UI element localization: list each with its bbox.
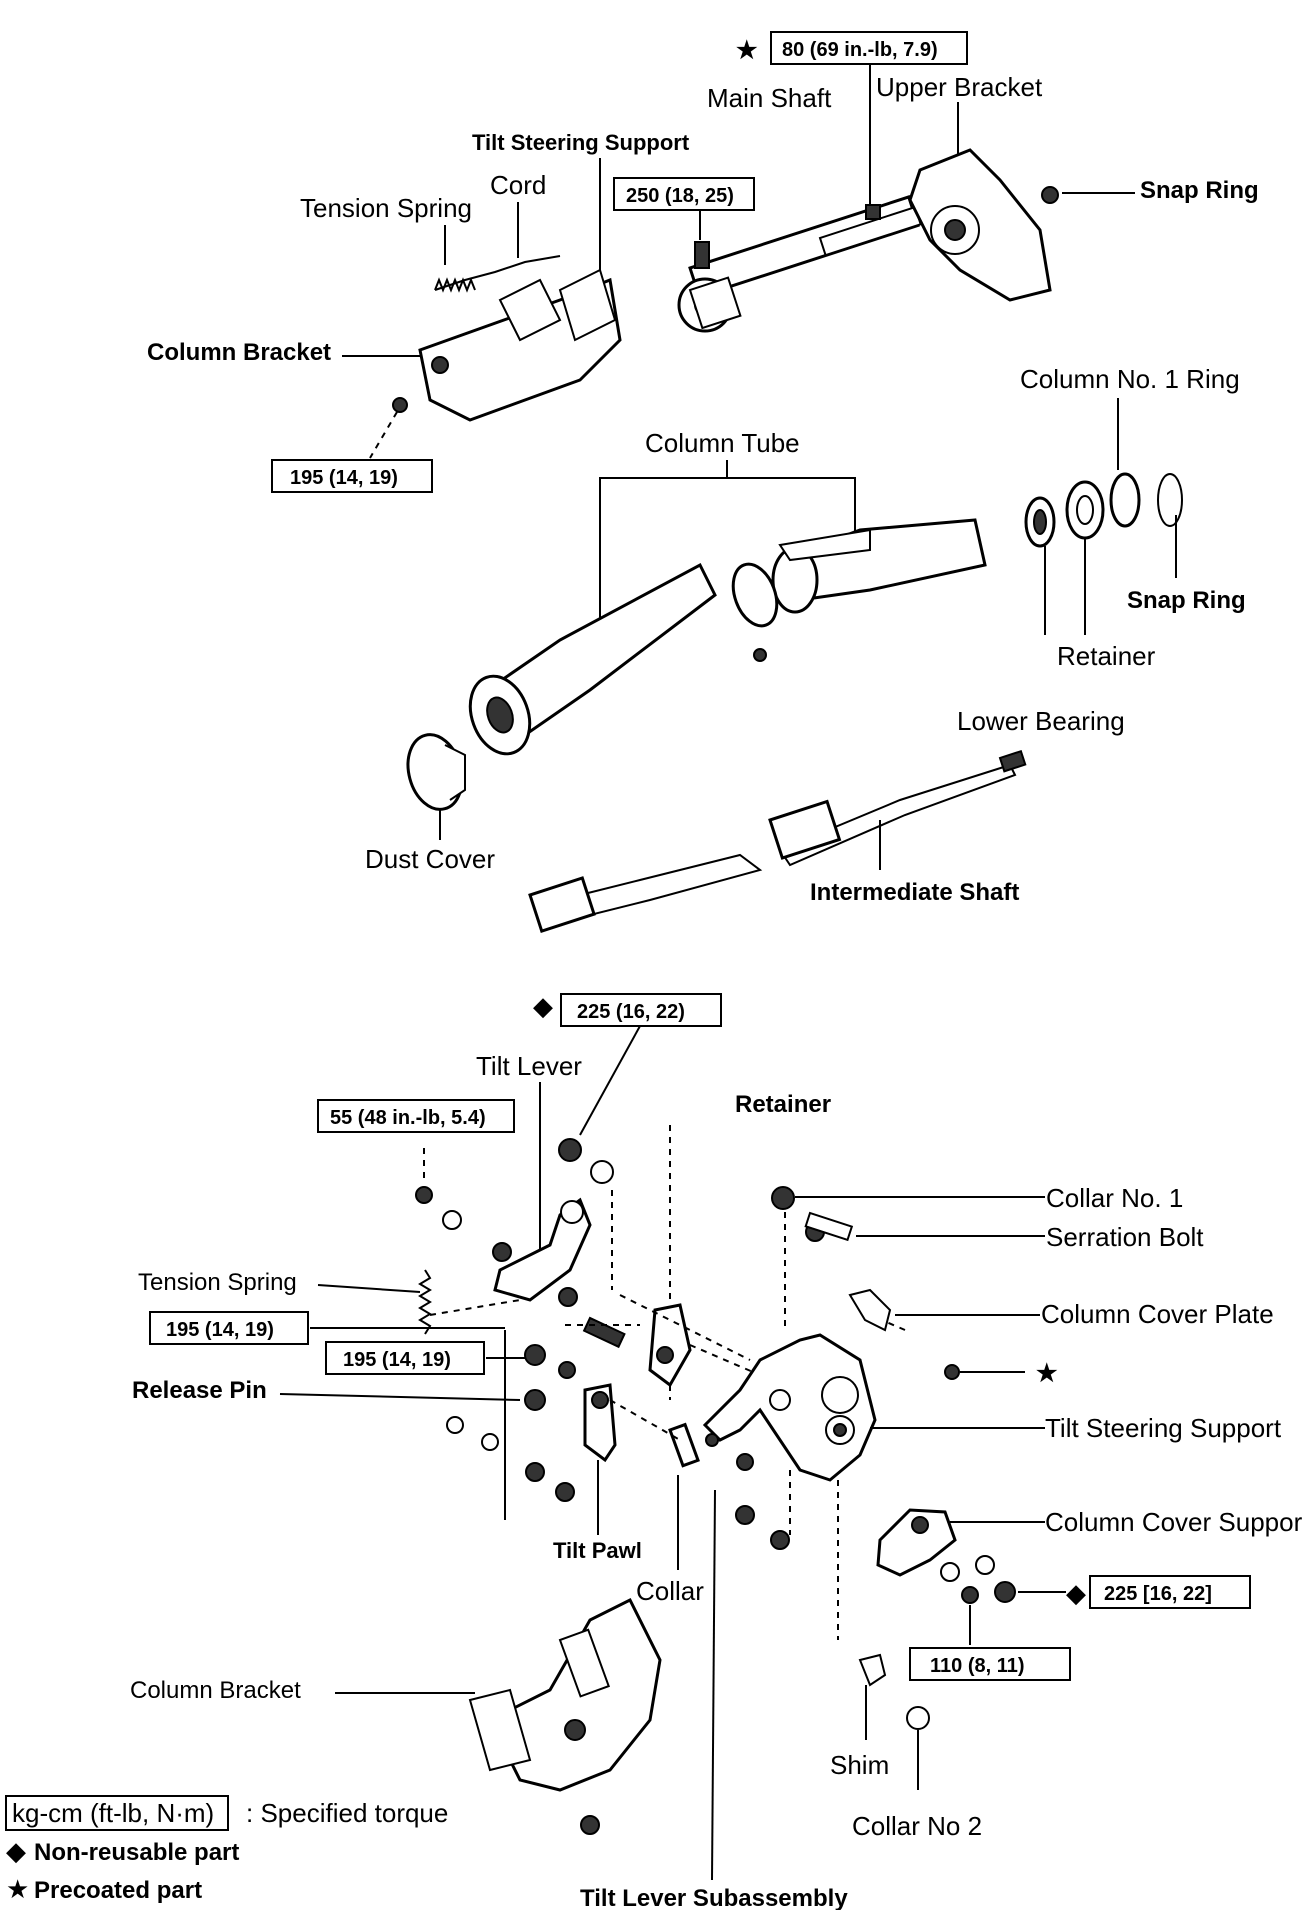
snap-ring-mid-part <box>1157 473 1183 527</box>
label-tilt-steering-support-top: Tilt Steering Support <box>472 130 690 155</box>
non-reusable-diamond-icon-right: ◆ <box>1066 1578 1086 1608</box>
label-retainer-low: Retainer <box>735 1091 831 1118</box>
torque-195-top: 195 (14, 19) <box>290 467 398 489</box>
torque-80: 80 (69 in.-lb, 7.9) <box>782 39 938 61</box>
label-collar: Collar <box>636 1576 704 1606</box>
torque-box-250 <box>613 177 755 211</box>
label-tension-spring-top: Tension Spring <box>300 193 472 223</box>
torque-250: 250 (18, 25) <box>626 185 734 207</box>
collar-no1-part <box>771 1186 795 1210</box>
precoated-star-icon: ★ <box>736 37 758 64</box>
bolt-80 <box>865 204 881 220</box>
label-tilt-lever: Tilt Lever <box>476 1051 582 1081</box>
torque-225-top: 225 (16, 22) <box>577 1001 685 1023</box>
label-release-pin: Release Pin <box>132 1377 267 1404</box>
torque-225-right: 225 [16, 22] <box>1104 1583 1212 1605</box>
collar-part <box>668 1422 700 1468</box>
serration-bolt-part <box>804 1211 854 1242</box>
precoated-star-icon-nut: ★ <box>1036 1360 1058 1387</box>
label-column-no1-ring: Column No. 1 Ring <box>1020 364 1240 394</box>
label-serration-bolt: Serration Bolt <box>1046 1222 1204 1252</box>
label-column-cover-plate: Column Cover Plate <box>1041 1299 1274 1329</box>
hardware-parts <box>415 1138 1016 1835</box>
legend-unit-text: kg-cm (ft-lb, N·m) <box>12 1798 214 1828</box>
label-column-tube: Column Tube <box>645 428 800 458</box>
tilt-pawl-part <box>583 1383 617 1463</box>
clamp-part <box>731 562 779 662</box>
main-shaft-part <box>677 195 922 333</box>
torque-195-b: 195 (14, 19) <box>343 1349 451 1371</box>
legend-star-icon: ★ <box>6 1874 29 1904</box>
legend-unit-desc: : Specified torque <box>246 1798 448 1828</box>
torque-box-110 <box>909 1647 1071 1681</box>
torque-box-195-a <box>149 1311 309 1345</box>
label-lower-bearing: Lower Bearing <box>957 706 1125 736</box>
column-cover-support-part <box>876 1508 957 1577</box>
torque-box-225-top <box>560 993 722 1027</box>
bolt-250 <box>694 241 710 269</box>
torque-box-225-right <box>1089 1575 1251 1609</box>
label-snap-ring-top: Snap Ring <box>1140 177 1259 204</box>
label-tension-spring-low: Tension Spring <box>138 1269 297 1296</box>
label-column-bracket-low: Column Bracket <box>130 1677 301 1704</box>
label-tilt-pawl: Tilt Pawl <box>553 1538 642 1563</box>
tilt-steering-support-low-part <box>702 1333 877 1482</box>
collar-no2-part <box>906 1706 930 1730</box>
torque-195-a: 195 (14, 19) <box>166 1319 274 1341</box>
label-collar-no1: Collar No. 1 <box>1046 1183 1183 1213</box>
dust-cover-part <box>406 733 466 811</box>
legend-unit-box <box>5 1795 229 1831</box>
legend: kg-cm (ft-lb, N·m) : Specified torque ◆ … <box>5 1795 448 1904</box>
label-tilt-lever-subassembly: Tilt Lever Subassembly <box>580 1885 848 1910</box>
label-cord: Cord <box>490 170 546 200</box>
torque-box-195-top <box>271 459 433 493</box>
bolt-195-top <box>392 397 408 413</box>
label-column-bracket-top: Column Bracket <box>147 339 331 366</box>
intermediate-shaft-part <box>528 749 1027 934</box>
column-bracket-top-part <box>418 268 622 422</box>
torque-box-55 <box>317 1099 515 1133</box>
label-shim: Shim <box>830 1750 889 1780</box>
torque-box-80 <box>770 31 968 65</box>
label-retainer-mid: Retainer <box>1057 641 1156 671</box>
serration-bolt-part-center <box>582 1316 626 1349</box>
torque-110: 110 (8, 11) <box>930 1655 1025 1677</box>
upper-bracket-part <box>908 148 1052 302</box>
torque-box-195-b <box>325 1341 485 1375</box>
column-bracket-low-part <box>468 1597 662 1792</box>
shim-part <box>858 1653 887 1687</box>
label-main-shaft: Main Shaft <box>707 83 832 113</box>
tension-spring-low-part <box>418 1269 432 1335</box>
column-tube-part <box>468 518 987 756</box>
label-column-cover-support: Column Cover Suppor <box>1045 1507 1303 1537</box>
legend-precoated: Precoated part <box>34 1877 202 1904</box>
tilt-lever-part <box>493 1197 592 1302</box>
torque-55: 55 (48 in.-lb, 5.4) <box>330 1107 486 1129</box>
non-reusable-diamond-icon: ◆ <box>533 991 553 1021</box>
label-intermediate-shaft: Intermediate Shaft <box>810 879 1019 906</box>
label-dust-cover: Dust Cover <box>365 844 495 874</box>
label-collar-no2: Collar No 2 <box>852 1811 982 1841</box>
column-cover-plate-part <box>848 1288 892 1332</box>
label-upper-bracket: Upper Bracket <box>876 72 1043 102</box>
legend-non-reusable: Non-reusable part <box>34 1839 239 1866</box>
label-tilt-steering-support-low: Tilt Steering Support <box>1045 1413 1282 1443</box>
snap-ring-top-part <box>1041 186 1059 204</box>
column-no1-ring-part <box>1109 472 1141 528</box>
legend-diamond-icon: ◆ <box>6 1836 26 1866</box>
label-snap-ring-mid: Snap Ring <box>1127 587 1246 614</box>
tension-spring-cord-part <box>434 255 561 293</box>
retainer-bracket-part <box>648 1303 692 1388</box>
